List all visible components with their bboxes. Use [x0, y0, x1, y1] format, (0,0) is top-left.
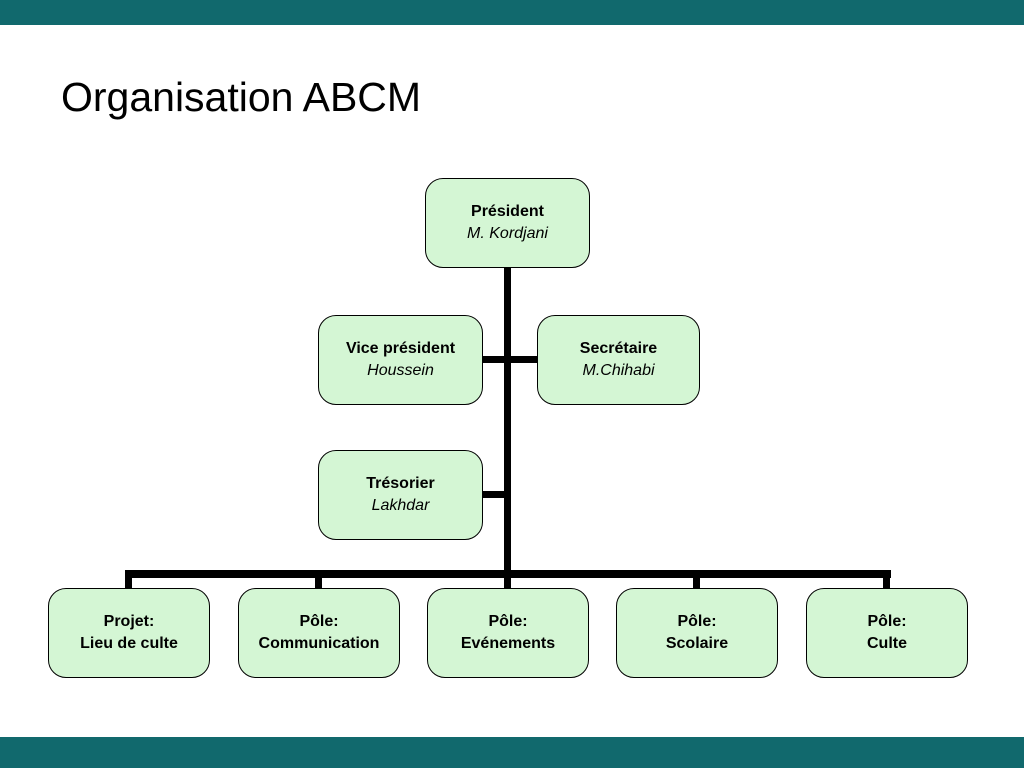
- node-line2: Culte: [867, 635, 907, 652]
- connector-stub-culte: [883, 570, 890, 589]
- connector-trunk: [504, 267, 511, 589]
- connector-stub-communication: [315, 570, 322, 589]
- node-role: Vice président: [345, 340, 456, 357]
- connector-treasurer: [482, 491, 509, 498]
- node-line1: Pôle:: [299, 613, 339, 630]
- node-line2: Scolaire: [665, 635, 729, 652]
- connector-stub-scolaire: [693, 570, 700, 589]
- connector-bottom-rail: [125, 570, 891, 578]
- node-role: Secrétaire: [579, 340, 658, 357]
- node-line2: Evénements: [460, 635, 556, 652]
- node-line1: Pôle:: [488, 613, 528, 630]
- org-node-treasurer: Trésorier Lakhdar: [318, 450, 483, 540]
- org-node-vice-president: Vice président Houssein: [318, 315, 483, 405]
- org-node-projet-lieu-de-culte: Projet: Lieu de culte: [48, 588, 210, 678]
- org-node-pole-communication: Pôle: Communication: [238, 588, 400, 678]
- slide-title: Organisation ABCM: [61, 74, 422, 120]
- org-node-pole-culte: Pôle: Culte: [806, 588, 968, 678]
- player-top-bar: [0, 0, 1024, 25]
- node-line1: Projet:: [103, 613, 155, 630]
- node-role: Trésorier: [366, 475, 435, 492]
- org-node-president: Président M. Kordjani: [425, 178, 590, 268]
- connector-stub-projet: [125, 570, 132, 589]
- org-node-pole-evenements: Pôle: Evénements: [427, 588, 589, 678]
- node-person: Lakhdar: [371, 497, 430, 514]
- player-bottom-bar: [0, 737, 1024, 768]
- org-node-secretary: Secrétaire M.Chihabi: [537, 315, 700, 405]
- node-role: Président: [471, 203, 544, 220]
- connector-vice-secretary: [482, 356, 539, 363]
- node-person: M.Chihabi: [582, 362, 655, 379]
- node-person: M. Kordjani: [467, 225, 548, 242]
- node-line1: Pôle:: [867, 613, 907, 630]
- node-line2: Communication: [258, 635, 380, 652]
- node-line1: Pôle:: [677, 613, 717, 630]
- org-node-pole-scolaire: Pôle: Scolaire: [616, 588, 778, 678]
- node-line2: Lieu de culte: [80, 635, 178, 652]
- node-person: Houssein: [367, 362, 434, 379]
